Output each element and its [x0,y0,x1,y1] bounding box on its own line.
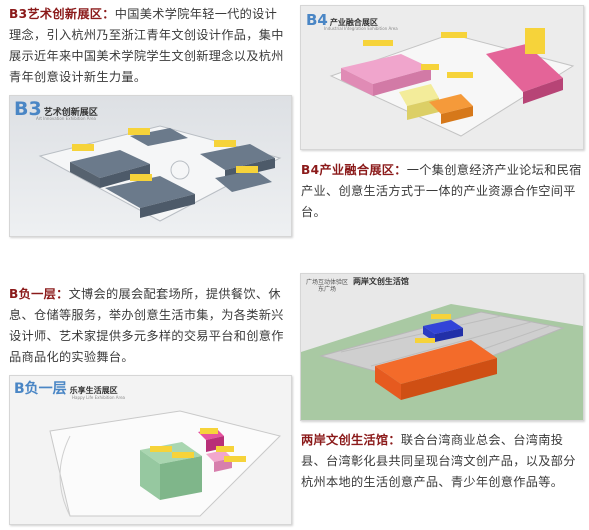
b4-floorplan-drawing [301,6,583,149]
b3-body: 中国美术学院年轻一代的设计理念，引入杭州乃至浙江青年文创设计作品，集中展示近年来… [9,7,284,84]
b4-description: B4产业融合展区：一个集创意经济产业论坛和民宿产业、创意生活方式于一体的产业资源… [301,160,583,223]
b4-image-title-text: 产业融合展区 [329,18,378,27]
b3-image-subtitle: Art Innovation Exhibition Area [36,116,96,121]
bneg-floorplan-drawing [10,376,291,524]
b3-description: B3艺术创新展区：中国美术学院年轻一代的设计理念，引入杭州乃至浙江青年文创设计作… [9,4,285,88]
cross-floorplan-drawing [301,274,583,420]
b4-colon: ： [394,163,407,177]
bneg-image-title-text: 乐享生活展区 [69,386,118,395]
cross-image-title-text: 两岸文创生活馆 [352,277,409,286]
cross-image-pre-a: 广场互动体验区 [306,279,349,286]
bneg-heading: B负一层 [9,287,57,301]
cross-description: 两岸文创生活馆：联合台湾商业总会、台湾南投县、台湾彰化县共同呈现台湾文创产品，以… [301,430,583,493]
cross-heading: 两岸文创生活馆 [301,433,389,447]
cross-image-title: 广场互动体验区 两岸文创生活馆 东广场 [306,277,409,294]
b3-colon: ： [102,7,115,21]
b3-floorplan-drawing [10,96,291,236]
bneg-image-title: B负一层乐享生活展区 Happy Life Exhibition Area [14,378,125,400]
b3-image-code: B3 [14,98,42,120]
bneg-colon: ： [56,287,69,301]
b3-heading: B3艺术创新展区 [9,7,103,21]
bneg-floorplan-image: B负一层乐享生活展区 Happy Life Exhibition Area [9,375,292,525]
bneg-image-code: B负一层 [14,381,67,397]
b4-heading: B4产业融合展区 [301,163,395,177]
bneg-description: B负一层：文博会的展会配套场所，提供餐饮、休息、仓储等服务，举办创意生活市集，为… [9,284,285,368]
cross-floorplan-image: 广场互动体验区 两岸文创生活馆 东广场 [300,273,584,421]
bneg-image-subtitle: Happy Life Exhibition Area [72,395,125,400]
b4-body: 一个集创意经济产业论坛和民宿产业、创意生活方式于一体的产业资源合作空间平台。 [301,163,582,219]
b4-image-subtitle: Industrial Integration Exhibition Area [324,26,398,31]
b4-image-code: B4 [306,11,328,29]
bneg-body: 文博会的展会配套场所，提供餐饮、休息、仓储等服务，举办创意生活市集，为各类新兴设… [9,287,284,364]
cross-body: 联合台湾商业总会、台湾南投县、台湾彰化县共同呈现台湾文创产品，以及部分杭州本地的… [301,433,576,489]
cross-image-pre-b: 东广场 [318,286,337,293]
b3-image-title-text: 艺术创新展区 [43,108,98,118]
cross-colon: ： [388,433,401,447]
